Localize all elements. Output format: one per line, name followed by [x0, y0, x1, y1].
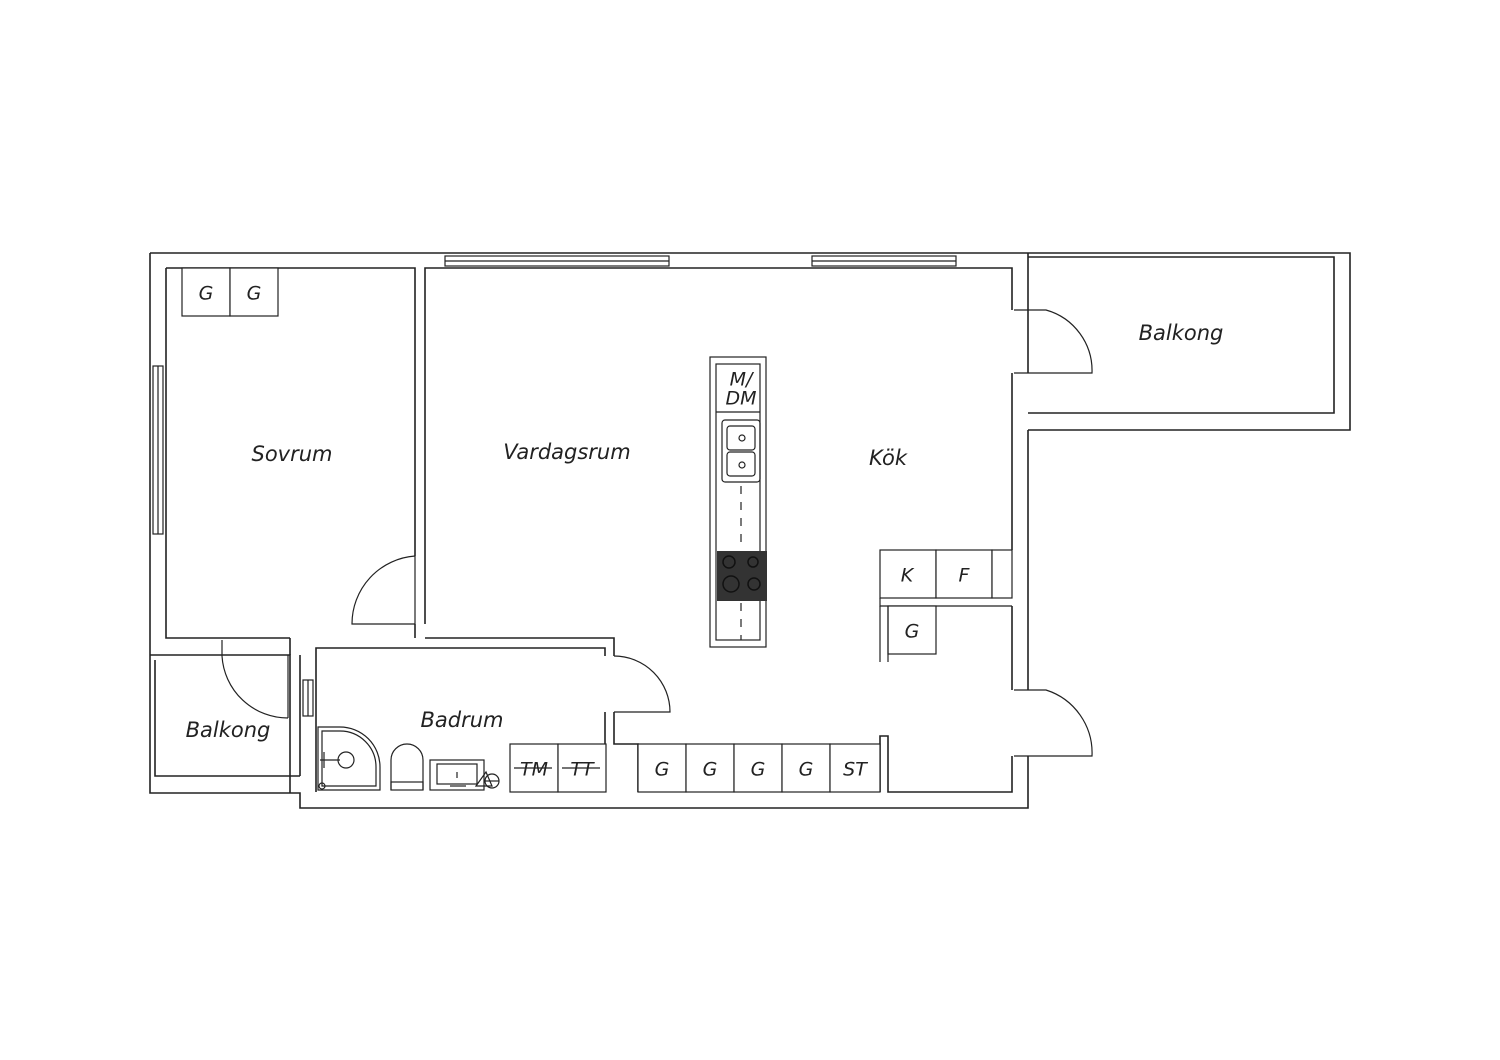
- floor-drain-icon: [474, 770, 500, 789]
- balcony-east: Balkong: [1028, 252, 1351, 431]
- bathroom-fixtures: TM TT: [317, 726, 607, 793]
- hob-icon: [717, 551, 767, 601]
- fridge: [879, 549, 937, 599]
- door-balcony-west: [221, 640, 289, 719]
- wardrobe-label: G: [655, 759, 670, 781]
- room-label-sovrum: Sovrum: [251, 442, 332, 466]
- fridge-label: K: [901, 565, 915, 587]
- storage-label: ST: [843, 759, 868, 781]
- wardrobe-label: G: [703, 759, 718, 781]
- storage-st: [829, 743, 881, 793]
- wardrobe-label: G: [247, 283, 262, 305]
- wardrobe-bedroom-1: [181, 267, 231, 317]
- dryer-label: TT: [570, 759, 595, 781]
- wardrobe-label: G: [905, 621, 920, 643]
- freezer-label: F: [959, 565, 971, 587]
- door-balcony-east: [1014, 309, 1093, 374]
- wardrobe-hall-3: [733, 743, 783, 793]
- kitchen-sink-icon: [721, 419, 761, 483]
- island-label-m: M/: [730, 369, 755, 391]
- wardrobe-label: G: [799, 759, 814, 781]
- room-label-balkong-east: Balkong: [1139, 321, 1224, 345]
- door-bedroom: [351, 555, 416, 625]
- wardrobe-bedroom-2: [229, 267, 279, 317]
- windows: [152, 255, 957, 717]
- washer-label: TM: [520, 759, 548, 781]
- kitchen-island: M/ DM: [709, 356, 767, 648]
- balcony-west: Balkong: [150, 638, 301, 793]
- door-entrance: [1014, 689, 1093, 757]
- shower-icon: [317, 726, 381, 791]
- freezer: [935, 549, 993, 599]
- wardrobe-kitchen: [887, 605, 937, 655]
- outer-walls: [149, 252, 1029, 809]
- room-label-vardagsrum: Vardagsrum: [503, 440, 630, 464]
- wardrobe-label: G: [199, 283, 214, 305]
- bedroom-wardrobes: G G: [181, 267, 279, 317]
- room-label-badrum: Badrum: [420, 708, 503, 732]
- toilet-icon: [390, 743, 424, 791]
- room-label-balkong-west: Balkong: [186, 718, 271, 742]
- hall-wardrobes: G G G G ST: [637, 743, 881, 793]
- doors: [221, 309, 1093, 757]
- island-label-dm: DM: [725, 388, 756, 410]
- room-label-kok: Kök: [869, 446, 908, 470]
- door-bathroom: [613, 655, 671, 713]
- fridge-freezer: K F G: [879, 549, 1013, 662]
- room-labels: Sovrum Vardagsrum Kök Badrum: [251, 440, 907, 732]
- wardrobe-label: G: [751, 759, 766, 781]
- wardrobe-hall-4: [781, 743, 831, 793]
